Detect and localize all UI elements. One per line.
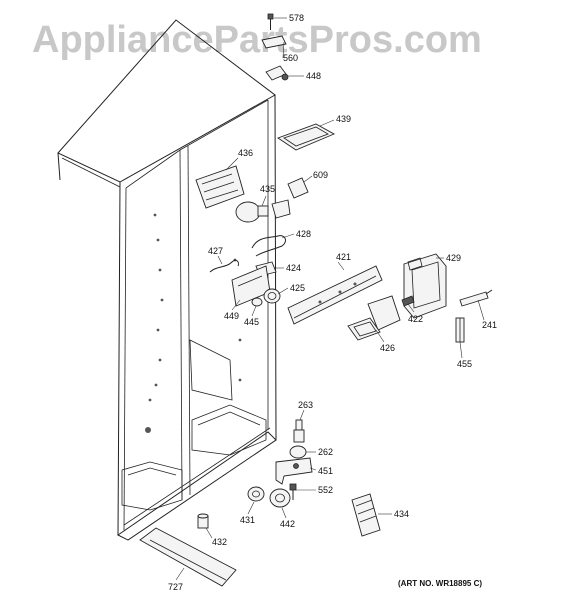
callout-448: 448 (306, 71, 321, 81)
part-429-housing (403, 253, 447, 319)
callout-428: 428 (296, 229, 311, 239)
part-727-toe-grille (139, 527, 237, 587)
callout-429: 429 (446, 253, 461, 263)
callout-449: 449 (224, 311, 239, 321)
part-455-post (455, 317, 465, 343)
part-431-roller (247, 486, 265, 502)
leader-lines (175, 17, 485, 581)
callout-436: 436 (238, 148, 253, 158)
part-448-hinge (265, 65, 289, 81)
callout-435: 435 (260, 184, 275, 194)
part-442-roller (269, 488, 291, 508)
callout-427: 427 (208, 246, 223, 256)
callout-552: 552 (318, 485, 333, 495)
part-421-control-panel (287, 265, 383, 325)
part-434-grille (351, 493, 381, 537)
callout-445: 445 (244, 317, 259, 327)
callout-424: 424 (286, 263, 301, 273)
part-262-cam (289, 445, 307, 459)
part-578-screw (267, 13, 274, 30)
part-263-sensor (293, 419, 305, 443)
cabinet-drawing (57, 19, 277, 541)
callout-262: 262 (318, 447, 333, 457)
part-425-knob (263, 288, 281, 304)
callout-421: 421 (336, 252, 351, 262)
part-241-actuator (459, 289, 493, 307)
callout-451: 451 (318, 466, 333, 476)
part-426-shield (347, 295, 401, 341)
part-435-light-bulb (235, 199, 291, 223)
callout-560: 560 (283, 53, 298, 63)
callout-434: 434 (394, 509, 409, 519)
part-560-bracket (261, 35, 287, 49)
callout-439: 439 (336, 114, 351, 124)
callout-422: 422 (408, 314, 423, 324)
callout-241: 241 (482, 320, 497, 330)
callout-609: 609 (313, 170, 328, 180)
part-445-knob (251, 297, 263, 307)
part-451-hinge-bracket (275, 457, 313, 485)
part-427-harness (209, 259, 239, 273)
part-449-control-housing (231, 265, 271, 307)
part-436-diffuser (195, 165, 245, 209)
callout-426: 426 (380, 343, 395, 353)
callout-425: 425 (290, 283, 305, 293)
callout-727: 727 (168, 582, 183, 592)
part-552-bolt (289, 483, 297, 500)
callout-431: 431 (240, 515, 255, 525)
callout-labels: 578 560 448 439 436 609 435 428 427 424 … (168, 13, 497, 592)
part-428-harness (251, 235, 286, 257)
part-422-clip (401, 295, 415, 307)
part-609-socket (287, 177, 309, 199)
callout-578: 578 (289, 13, 304, 23)
callout-455: 455 (457, 359, 472, 369)
callout-432: 432 (212, 537, 227, 547)
watermark-text: AppliancePartsPros.com (32, 19, 482, 61)
art-number: (ART NO. WR18895 C) (398, 579, 482, 588)
callout-263: 263 (298, 400, 313, 410)
callout-442: 442 (280, 519, 295, 529)
part-432-leveler (197, 513, 209, 529)
parts-group (139, 13, 493, 587)
